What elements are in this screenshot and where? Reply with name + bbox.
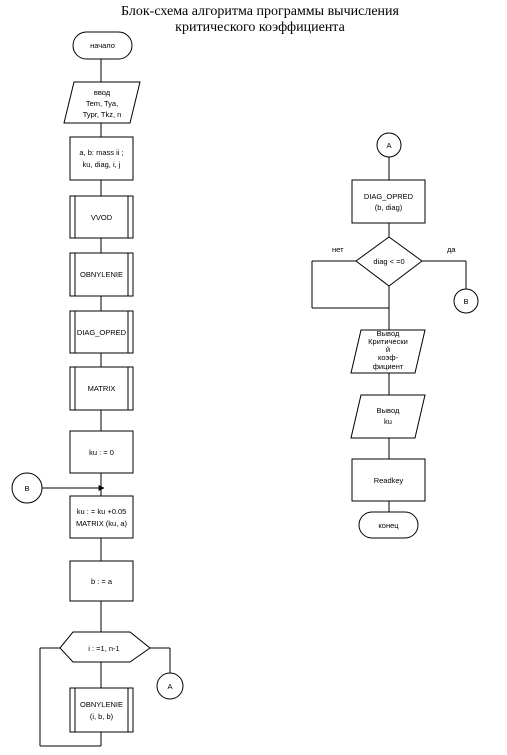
matrix-label: MATRIX bbox=[88, 384, 116, 393]
condition-label: diag < =0 bbox=[373, 257, 404, 266]
obny2-label-1: OBNYLENIE bbox=[80, 700, 123, 709]
end-label: конец bbox=[378, 521, 399, 530]
title-line-2: критического коэффициента bbox=[175, 20, 345, 35]
out2-label-1: Вывод bbox=[377, 406, 400, 415]
connector-a-left-label: A bbox=[167, 682, 172, 691]
readkey-box: Readkey bbox=[351, 458, 426, 502]
branch-no-label: нет bbox=[332, 245, 344, 254]
diag-opred-subroutine: DIAG_OPRED bbox=[69, 310, 134, 354]
end-terminator: конец bbox=[358, 511, 419, 539]
connector-b-right: B bbox=[453, 288, 479, 314]
connector-b-left-label: B bbox=[24, 484, 29, 493]
obny2-label-2: (i, b, b) bbox=[90, 712, 114, 721]
obnylenie-subroutine: OBNYLENIE bbox=[69, 252, 134, 297]
diag-opred-label: DIAG_OPRED bbox=[77, 328, 127, 337]
output-critical-parallelogram: Вывод Критически й коэф- фициент bbox=[350, 329, 426, 374]
connector-a-left: A bbox=[156, 672, 184, 700]
input-label-3: Typr, Tkz, n bbox=[83, 110, 122, 119]
matrix-subroutine: MATRIX bbox=[69, 366, 134, 411]
input-parallelogram: ввод Tem, Tya, Typr, Tkz, n bbox=[63, 81, 141, 124]
out1-label-4: коэф- bbox=[378, 353, 399, 362]
left-flow-lines bbox=[39, 59, 171, 747]
out1-label-2: Критически bbox=[368, 337, 408, 346]
connector-b-right-label: B bbox=[463, 297, 468, 306]
ku-zero-box: ku : = 0 bbox=[69, 430, 134, 474]
start-terminator: начало bbox=[72, 31, 133, 60]
out1-label-3: й bbox=[386, 345, 390, 354]
obnylenie2-subroutine: OBNYLENIE (i, b, b) bbox=[69, 687, 134, 733]
loop-hexagon: i : =1, n-1 bbox=[59, 631, 151, 663]
declaration-box: a, b: mass ii ; ku, diag, i, j bbox=[69, 136, 134, 181]
connector-a-right: A bbox=[376, 132, 402, 158]
ku-inc-label-1: ku : = ku +0.05 bbox=[77, 507, 127, 516]
input-label-1: ввод bbox=[94, 88, 111, 97]
diag2-box: DIAG_OPRED (b, diag) bbox=[351, 179, 426, 224]
output-ku-parallelogram: Вывод ku bbox=[350, 394, 426, 439]
diag2-label-1: DIAG_OPRED bbox=[364, 192, 414, 201]
out2-label-2: ku bbox=[384, 417, 392, 426]
right-flow-lines bbox=[311, 157, 467, 512]
readkey-label: Readkey bbox=[374, 476, 404, 485]
input-label-2: Tem, Tya, bbox=[86, 99, 118, 108]
diag2-label-2: (b, diag) bbox=[375, 203, 403, 212]
decl-label-2: ku, diag, i, j bbox=[83, 160, 121, 169]
ku-zero-label: ku : = 0 bbox=[89, 448, 114, 457]
out1-label-5: фициент bbox=[373, 362, 404, 371]
connector-a-right-label: A bbox=[386, 141, 391, 150]
condition-diamond: diag < =0 bbox=[355, 236, 423, 287]
obnylenie-label: OBNYLENIE bbox=[80, 270, 123, 279]
b-assign-label: b : = a bbox=[91, 577, 113, 586]
title-line-1: Блок-схема алгоритма программы вычислени… bbox=[121, 4, 400, 19]
ku-inc-label-2: MATRIX (ku, a) bbox=[76, 519, 128, 528]
b-assign-box: b : = a bbox=[69, 560, 134, 602]
decl-label-1: a, b: mass ii ; bbox=[79, 148, 123, 157]
vvod-label: VVOD bbox=[91, 213, 113, 222]
loop-label: i : =1, n-1 bbox=[88, 644, 119, 653]
ku-increment-box: ku : = ku +0.05 MATRIX (ku, a) bbox=[69, 495, 134, 539]
out1-label-1: Вывод bbox=[377, 329, 400, 338]
branch-yes-label: да bbox=[447, 245, 456, 254]
connector-b-left: B bbox=[11, 472, 43, 504]
start-label: начало bbox=[90, 41, 115, 50]
vvod-subroutine: VVOD bbox=[69, 195, 134, 239]
